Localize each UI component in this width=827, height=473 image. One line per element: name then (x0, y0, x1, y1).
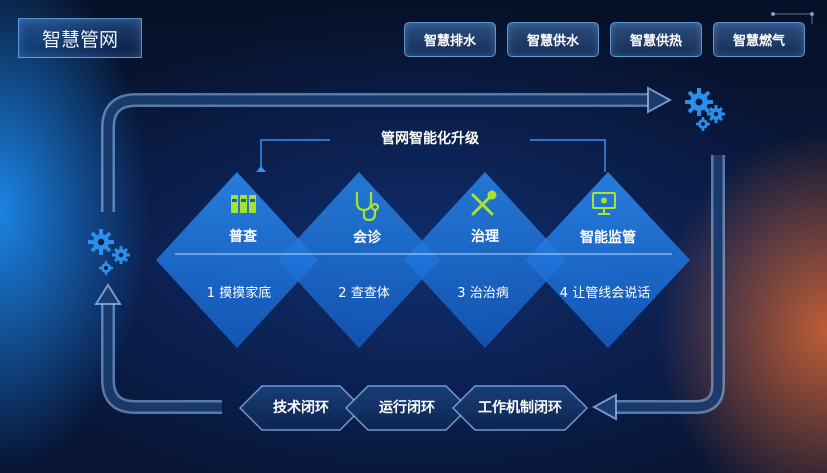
gear-icon (88, 229, 130, 275)
cycle-arrow-top (101, 86, 673, 212)
app-title: 智慧管网 (18, 18, 142, 58)
stage-diamonds (156, 172, 690, 348)
monitor-icon (592, 192, 616, 215)
nav-button-drainage[interactable]: 智慧排水 (404, 22, 496, 57)
loop-label-technology: 技术闭环 (273, 400, 329, 416)
stage-name-treat: 治理 (471, 229, 499, 245)
top-nav: 智慧排水 智慧供水 智慧供热 智慧燃气 (404, 22, 805, 57)
cycle-arrow-left (94, 283, 222, 414)
nav-button-gas[interactable]: 智慧燃气 (713, 22, 805, 57)
loop-label-operation: 运行闭环 (379, 400, 435, 416)
stage-step-monitor: 4 让管线会说话 (559, 286, 651, 301)
stethoscope-icon (355, 192, 380, 222)
diamond-monitor (526, 172, 690, 348)
corner-decoration (771, 12, 814, 24)
stage-step-survey: 1 摸摸家底 (206, 286, 272, 301)
binders-icon (231, 195, 256, 213)
stage-step-treat: 3 治治病 (457, 286, 509, 301)
nav-button-heating[interactable]: 智慧供热 (610, 22, 702, 57)
loop-hexagons (238, 385, 589, 431)
upgrade-title: 管网智能化升级 (381, 131, 479, 147)
diamond-treat (404, 172, 566, 348)
diamond-diagnose (278, 172, 440, 348)
upgrade-bracket (256, 139, 606, 172)
gear-icon (685, 88, 725, 131)
nav-button-water-supply[interactable]: 智慧供水 (507, 22, 599, 57)
stage-name-diagnose: 会诊 (353, 230, 381, 246)
stage-step-diagnose: 2 查查体 (338, 286, 390, 301)
diamond-survey (156, 172, 318, 348)
tools-icon (471, 190, 497, 216)
cycle-arrow-right (591, 155, 725, 421)
stage-name-survey: 普查 (229, 229, 257, 245)
loop-label-work-mechanism: 工作机制闭环 (478, 400, 562, 416)
stage-name-monitor: 智能监管 (580, 230, 636, 246)
